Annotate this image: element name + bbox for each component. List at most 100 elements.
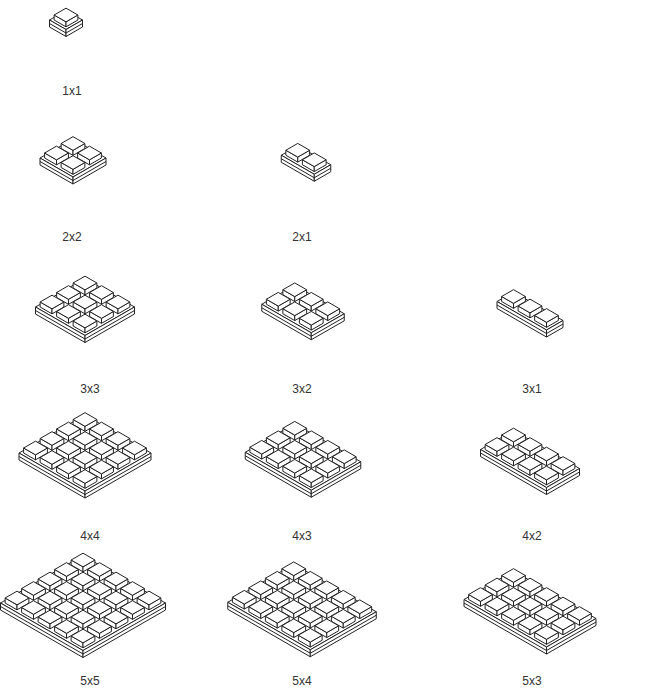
size-label: 1x1 <box>62 84 81 98</box>
size-label: 5x3 <box>522 674 541 688</box>
cap-top <box>266 450 290 464</box>
cap-top <box>106 295 130 309</box>
tile-grid <box>36 276 135 342</box>
cap-top <box>518 457 542 471</box>
cap-top <box>38 610 62 624</box>
cap-top <box>55 620 79 634</box>
cap-top <box>73 314 97 328</box>
cap-top <box>485 438 509 452</box>
size-label: 3x1 <box>522 382 541 396</box>
tile-grid <box>245 421 361 497</box>
cap-top <box>90 441 114 455</box>
cap-top <box>551 457 575 471</box>
cap-top <box>55 601 79 615</box>
layer-line <box>262 308 312 337</box>
cap-top <box>71 553 95 567</box>
cap-top <box>299 450 323 464</box>
cap-top <box>249 600 273 614</box>
cap-top <box>518 616 542 630</box>
size-label: 4x4 <box>80 529 99 543</box>
cap-top <box>24 441 48 455</box>
cap-top <box>78 146 102 160</box>
cap-top <box>88 620 112 634</box>
cap-top <box>265 609 289 623</box>
tile-grid <box>50 8 83 36</box>
cap-top <box>88 582 112 596</box>
cap-top <box>57 460 81 474</box>
cap-top <box>502 569 526 583</box>
layer-line <box>1 607 84 655</box>
cap-top <box>73 432 97 446</box>
cap-top <box>266 292 290 306</box>
cap-top <box>38 591 62 605</box>
cap-top <box>232 590 256 604</box>
cap-top <box>104 610 128 624</box>
cap-top <box>535 309 559 323</box>
cap-top <box>38 572 62 586</box>
tile-grid <box>1 553 166 657</box>
cap-top <box>298 609 322 623</box>
base-top <box>245 424 361 491</box>
cap-top <box>332 450 356 464</box>
cap-top <box>315 581 339 595</box>
cap-top <box>73 413 97 427</box>
tile-grid <box>281 143 331 181</box>
cap-top <box>485 578 509 592</box>
cap-top <box>71 572 95 586</box>
cap-top <box>71 610 95 624</box>
cap-top <box>40 432 64 446</box>
cap-top <box>283 283 307 297</box>
cap-top <box>315 619 339 633</box>
cap-top <box>90 286 114 300</box>
cap-top <box>250 440 274 454</box>
layer-line <box>464 603 547 651</box>
cap-top <box>73 451 97 465</box>
cap-top <box>121 582 145 596</box>
layer-line <box>85 311 135 340</box>
cap-top <box>5 591 29 605</box>
tile-grid <box>481 428 580 494</box>
cap-top <box>137 591 161 605</box>
cap-top <box>331 590 355 604</box>
cap-top <box>45 146 69 160</box>
cap-top <box>502 588 526 602</box>
cap-top <box>298 628 322 642</box>
cap-top <box>299 469 323 483</box>
cap-top <box>71 591 95 605</box>
cap-top <box>57 305 81 319</box>
cap-top <box>123 441 147 455</box>
layer-line <box>228 606 311 654</box>
cap-top <box>73 295 97 309</box>
cap-top <box>283 459 307 473</box>
cap-top <box>316 302 340 316</box>
cap-top <box>57 422 81 436</box>
tile-grid <box>464 569 596 654</box>
cap-top <box>90 305 114 319</box>
layer-line <box>497 305 547 334</box>
layer-line <box>311 465 361 494</box>
cap-top <box>106 451 130 465</box>
cap-top <box>518 578 542 592</box>
cap-top <box>551 597 575 611</box>
cap-top <box>265 571 289 585</box>
tile-grid <box>228 562 377 657</box>
cap-top <box>286 143 310 157</box>
cap-top <box>57 286 81 300</box>
cap-top <box>104 591 128 605</box>
cap-top <box>535 588 559 602</box>
tile-grid <box>497 290 563 337</box>
cap-top <box>73 470 97 484</box>
layer-line <box>36 311 86 340</box>
cap-top <box>283 440 307 454</box>
cap-top <box>502 607 526 621</box>
cap-top <box>518 438 542 452</box>
cap-top <box>502 447 526 461</box>
cap-top <box>568 607 592 621</box>
cap-top <box>518 299 542 313</box>
cap-top <box>61 156 85 170</box>
cap-top <box>88 563 112 577</box>
cap-top <box>282 581 306 595</box>
cap-top <box>22 601 46 615</box>
base-top <box>228 564 377 650</box>
